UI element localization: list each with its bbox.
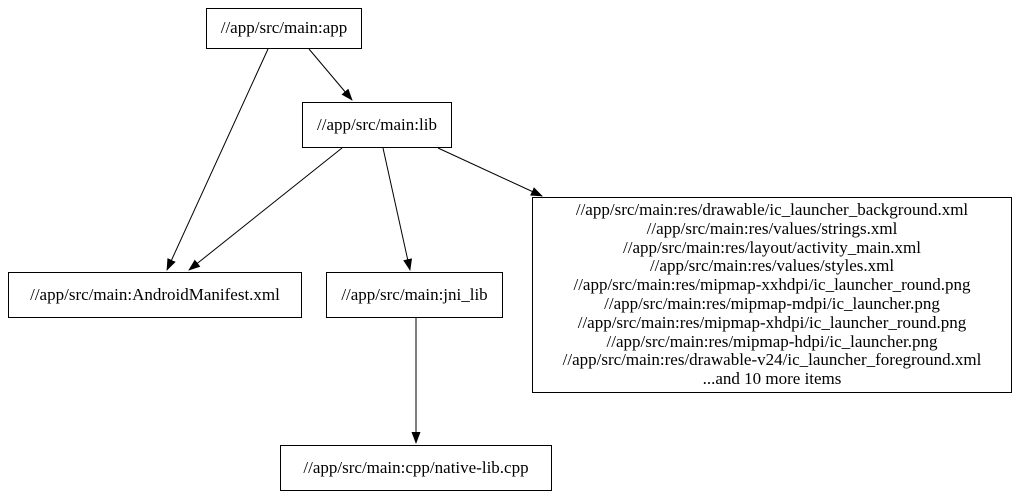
resource-line: //app/src/main:res/layout/activity_main.…	[623, 237, 921, 257]
edge-app-to-manifest	[166, 48, 269, 271]
resource-line: //app/src/main:res/mipmap-xxhdpi/ic_laun…	[573, 275, 971, 295]
node-lib-label: //app/src/main:lib	[317, 114, 437, 134]
node-app-label: //app/src/main:app	[220, 18, 348, 38]
resource-line: //app/src/main:res/mipmap-xhdpi/ic_launc…	[577, 312, 967, 332]
node-android-manifest-label: //app/src/main:AndroidManifest.xml	[30, 284, 280, 304]
resource-line: //app/src/main:res/drawable-v24/ic_launc…	[562, 350, 982, 370]
node-native-lib-cpp-label: //app/src/main:cpp/native-lib.cpp	[303, 457, 529, 477]
resource-line: //app/src/main:res/mipmap-mdpi/ic_launch…	[604, 294, 940, 313]
node-jni-lib: //app/src/main:jni_lib	[326, 272, 503, 318]
node-app: //app/src/main:app	[206, 8, 362, 49]
node-android-manifest: //app/src/main:AndroidManifest.xml	[8, 272, 302, 318]
resource-line-more-items: ...and 10 more items	[702, 369, 842, 389]
node-jni-lib-label: //app/src/main:jni_lib	[341, 284, 488, 304]
resource-line: //app/src/main:res/values/strings.xml	[646, 218, 898, 238]
edge-lib-to-manifest	[188, 147, 343, 271]
resource-line: //app/src/main:res/values/styles.xml	[649, 256, 895, 276]
resource-line: //app/src/main:res/drawable/ic_launcher_…	[575, 200, 969, 220]
node-native-lib-cpp: //app/src/main:cpp/native-lib.cpp	[280, 445, 552, 491]
edge-app-to-lib	[308, 48, 353, 101]
edge-lib-to-resources	[437, 147, 543, 197]
node-resource-file-group: //app/src/main:res/drawable/ic_launcher_…	[532, 197, 1012, 393]
node-lib: //app/src/main:lib	[302, 102, 452, 148]
resource-line: //app/src/main:res/mipmap-hdpi/ic_launch…	[606, 331, 938, 351]
edge-lib-to-jni-lib	[382, 147, 413, 271]
